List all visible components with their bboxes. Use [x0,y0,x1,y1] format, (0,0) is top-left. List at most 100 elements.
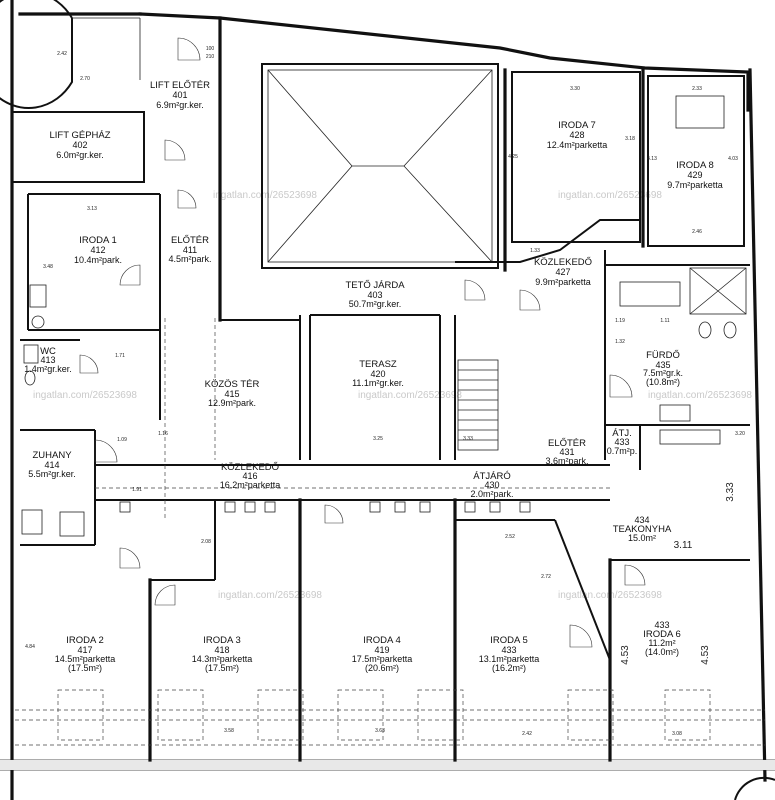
dimension: 2.42 [522,731,532,737]
dimension-large: 4.53 [620,645,631,665]
dimension: 2.08 [201,539,211,545]
room-area: 6.0m²gr.ker. [56,150,104,160]
dimension: 3.30 [570,86,580,92]
corridor-windows [119,501,531,513]
room-name: IRODA 2 [66,635,104,646]
room-area: 15.0m² [628,533,656,543]
dimension: 3.33 [463,436,473,442]
room-area: 4.5m²park. [168,254,211,264]
dimension: 1.19 [615,318,625,324]
dimension: 3.48 [43,264,53,270]
room-area-gross: (14.0m²) [645,647,679,657]
room-area-gross: (17.5m²) [68,663,102,673]
dimension: 3.63 [375,728,385,734]
room-area-gross: (20.6m²) [365,663,399,673]
room-area: 14.3m²parketta [192,654,253,664]
watermark: ingatlan.com/26523698 [358,390,462,401]
room-number: 414 [44,460,59,470]
dimension: 1.32 [615,339,625,345]
room-area: 9.9m²parketta [535,277,591,287]
dimension: 3.20 [735,431,745,437]
room-number: 411 [183,245,197,255]
dimension: 4.25 [508,154,518,160]
dimension: 1.91 [132,487,142,493]
room-area: 3.6m²park. [545,456,588,466]
room-area: 50.7m²gr.ker. [349,299,402,309]
room-area: 12.4m²parketta [547,140,608,150]
room-area: 10.4m²park. [74,255,122,265]
room-area: 2.0m²park. [470,489,513,499]
lift-machine-room [11,111,145,183]
dimension: 3.58 [224,728,234,734]
room-name: ÁTJÁRÓ [473,471,510,482]
room-area-gross: (17.5m²) [205,663,239,673]
room-name: LIFT ELŐTÉR [150,80,210,91]
room-number: 434 [634,515,649,525]
dimension: 2.70 [80,76,90,82]
watermark: ingatlan.com/26523698 [33,390,137,401]
stair [457,359,499,451]
room-number: 419 [374,645,389,655]
dimension: 1.11 [660,318,670,324]
room-name: IRODA 3 [203,635,241,646]
dimension: 1.71 [115,353,125,359]
dimension: 3.13 [87,206,97,212]
dimension: 3.25 [373,436,383,442]
room-number: 433 [501,645,516,655]
room-name: ELŐTÉR [171,235,209,246]
dimension-large: 3.33 [725,482,736,502]
room-name: WC [40,346,56,357]
watermark: ingatlan.com/26523698 [213,190,317,201]
dimension: 4.84 [25,644,35,650]
room-number: 412 [90,245,105,255]
room-name: TETŐ JÁRDA [345,280,405,291]
room-number: 402 [72,140,87,150]
dimension: 2.72 [541,574,551,580]
dimension: 3.18 [625,136,635,142]
room-name: IRODA 5 [490,635,528,646]
dimension: 1.33 [530,248,540,254]
dimension-large: 4.53 [700,645,711,665]
dimension: 210 [206,54,215,60]
room-area: 12.9m²park. [208,398,256,408]
room-name: TERASZ [359,359,397,370]
room-labels: LIFT ELŐTÉR 401 6.9m²gr.ker. LIFT GÉPHÁZ… [24,80,723,673]
dimension: 3.08 [672,731,682,737]
lower-walls [95,464,750,762]
room-area: 0.7m²p. [607,446,638,456]
dimension: 2.42 [57,51,67,57]
room-name: ELŐTÉR [548,438,586,449]
room-area: 14.5m²parketta [55,654,116,664]
dashed-lines [15,318,765,746]
room-number: 427 [555,267,570,277]
interior-walls [20,68,750,546]
room-number: 413 [40,355,55,365]
roof-skylight [261,63,499,269]
room-area: 9.7m²parketta [667,180,723,190]
north-arrow [734,776,775,800]
dimension: 2.46 [692,229,702,235]
room-number: 416 [242,471,257,481]
room-area: 17.5m²parketta [352,654,413,664]
dimension: 2.33 [692,86,702,92]
room-name: KÖZLEKEDŐ [534,257,592,268]
room-name: KÖZÖS TÉR [205,379,260,390]
room-number: 418 [214,645,229,655]
main-dimensions: 3.33 3.11 4.53 4.53 [620,482,736,665]
room-name: IRODA 4 [363,635,401,646]
room-number: 401 [172,90,187,100]
dimension: 1.16 [158,431,168,437]
room-number: 429 [687,170,702,180]
lift-shaft [0,0,141,109]
room-number: 430 [484,480,499,490]
room-name: IRODA 1 [79,235,117,246]
room-name: ZUHANY [32,450,72,461]
room-number: 403 [367,290,382,300]
room-name: KÖZLEKEDŐ [221,462,279,473]
dimension: 4.03 [728,156,738,162]
room-number: 433 [614,437,629,447]
room-area-gross: (16.2m²) [492,663,526,673]
watermark: ingatlan.com/26523698 [218,590,322,601]
room-number: 415 [224,389,239,399]
